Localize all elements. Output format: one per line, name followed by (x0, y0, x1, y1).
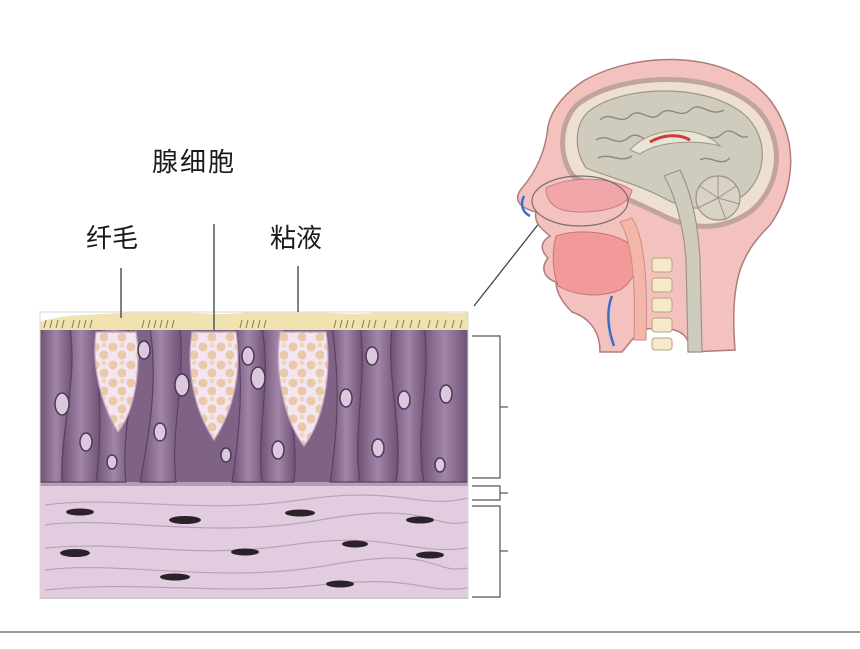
magnification-connector (473, 221, 541, 307)
vertebrae (651, 257, 673, 351)
label-mucus: 粘液 (270, 224, 323, 254)
trachea-accent (607, 295, 616, 347)
cilia-fringe (43, 319, 463, 329)
goblet-cells (94, 331, 329, 447)
label-cilia: 纤毛 (86, 224, 139, 254)
bracket-basement (472, 485, 501, 501)
cerebellum-folia (697, 176, 741, 221)
bottom-divider (0, 631, 860, 633)
basement-membrane (40, 480, 468, 486)
connective-fibers (44, 494, 468, 591)
brainstem (663, 169, 703, 353)
corpus-callosum (629, 130, 722, 155)
nasal-cavity (545, 178, 633, 213)
connective-tissue-layer (40, 485, 468, 598)
connective-nuclei (60, 508, 444, 588)
leader-lines (120, 224, 299, 330)
nasal-highlight-ellipse (531, 175, 629, 227)
pharynx (619, 217, 647, 341)
goblet-cell-1 (94, 331, 139, 434)
epithelium-tissue-block (40, 312, 468, 598)
epithelial-nuclei (54, 340, 453, 473)
oral-cavity (552, 231, 637, 296)
bracket-epithelium (472, 335, 501, 479)
highlight-red-region (649, 134, 691, 144)
nostril-accent (520, 195, 531, 218)
goblet-cell-3 (277, 331, 329, 447)
head-cross-section (516, 58, 792, 353)
goblet-cell-2 (189, 331, 239, 442)
label-gland-cell: 腺细胞 (152, 148, 237, 178)
bracket-connective (472, 505, 501, 598)
layer-brackets (472, 335, 508, 598)
